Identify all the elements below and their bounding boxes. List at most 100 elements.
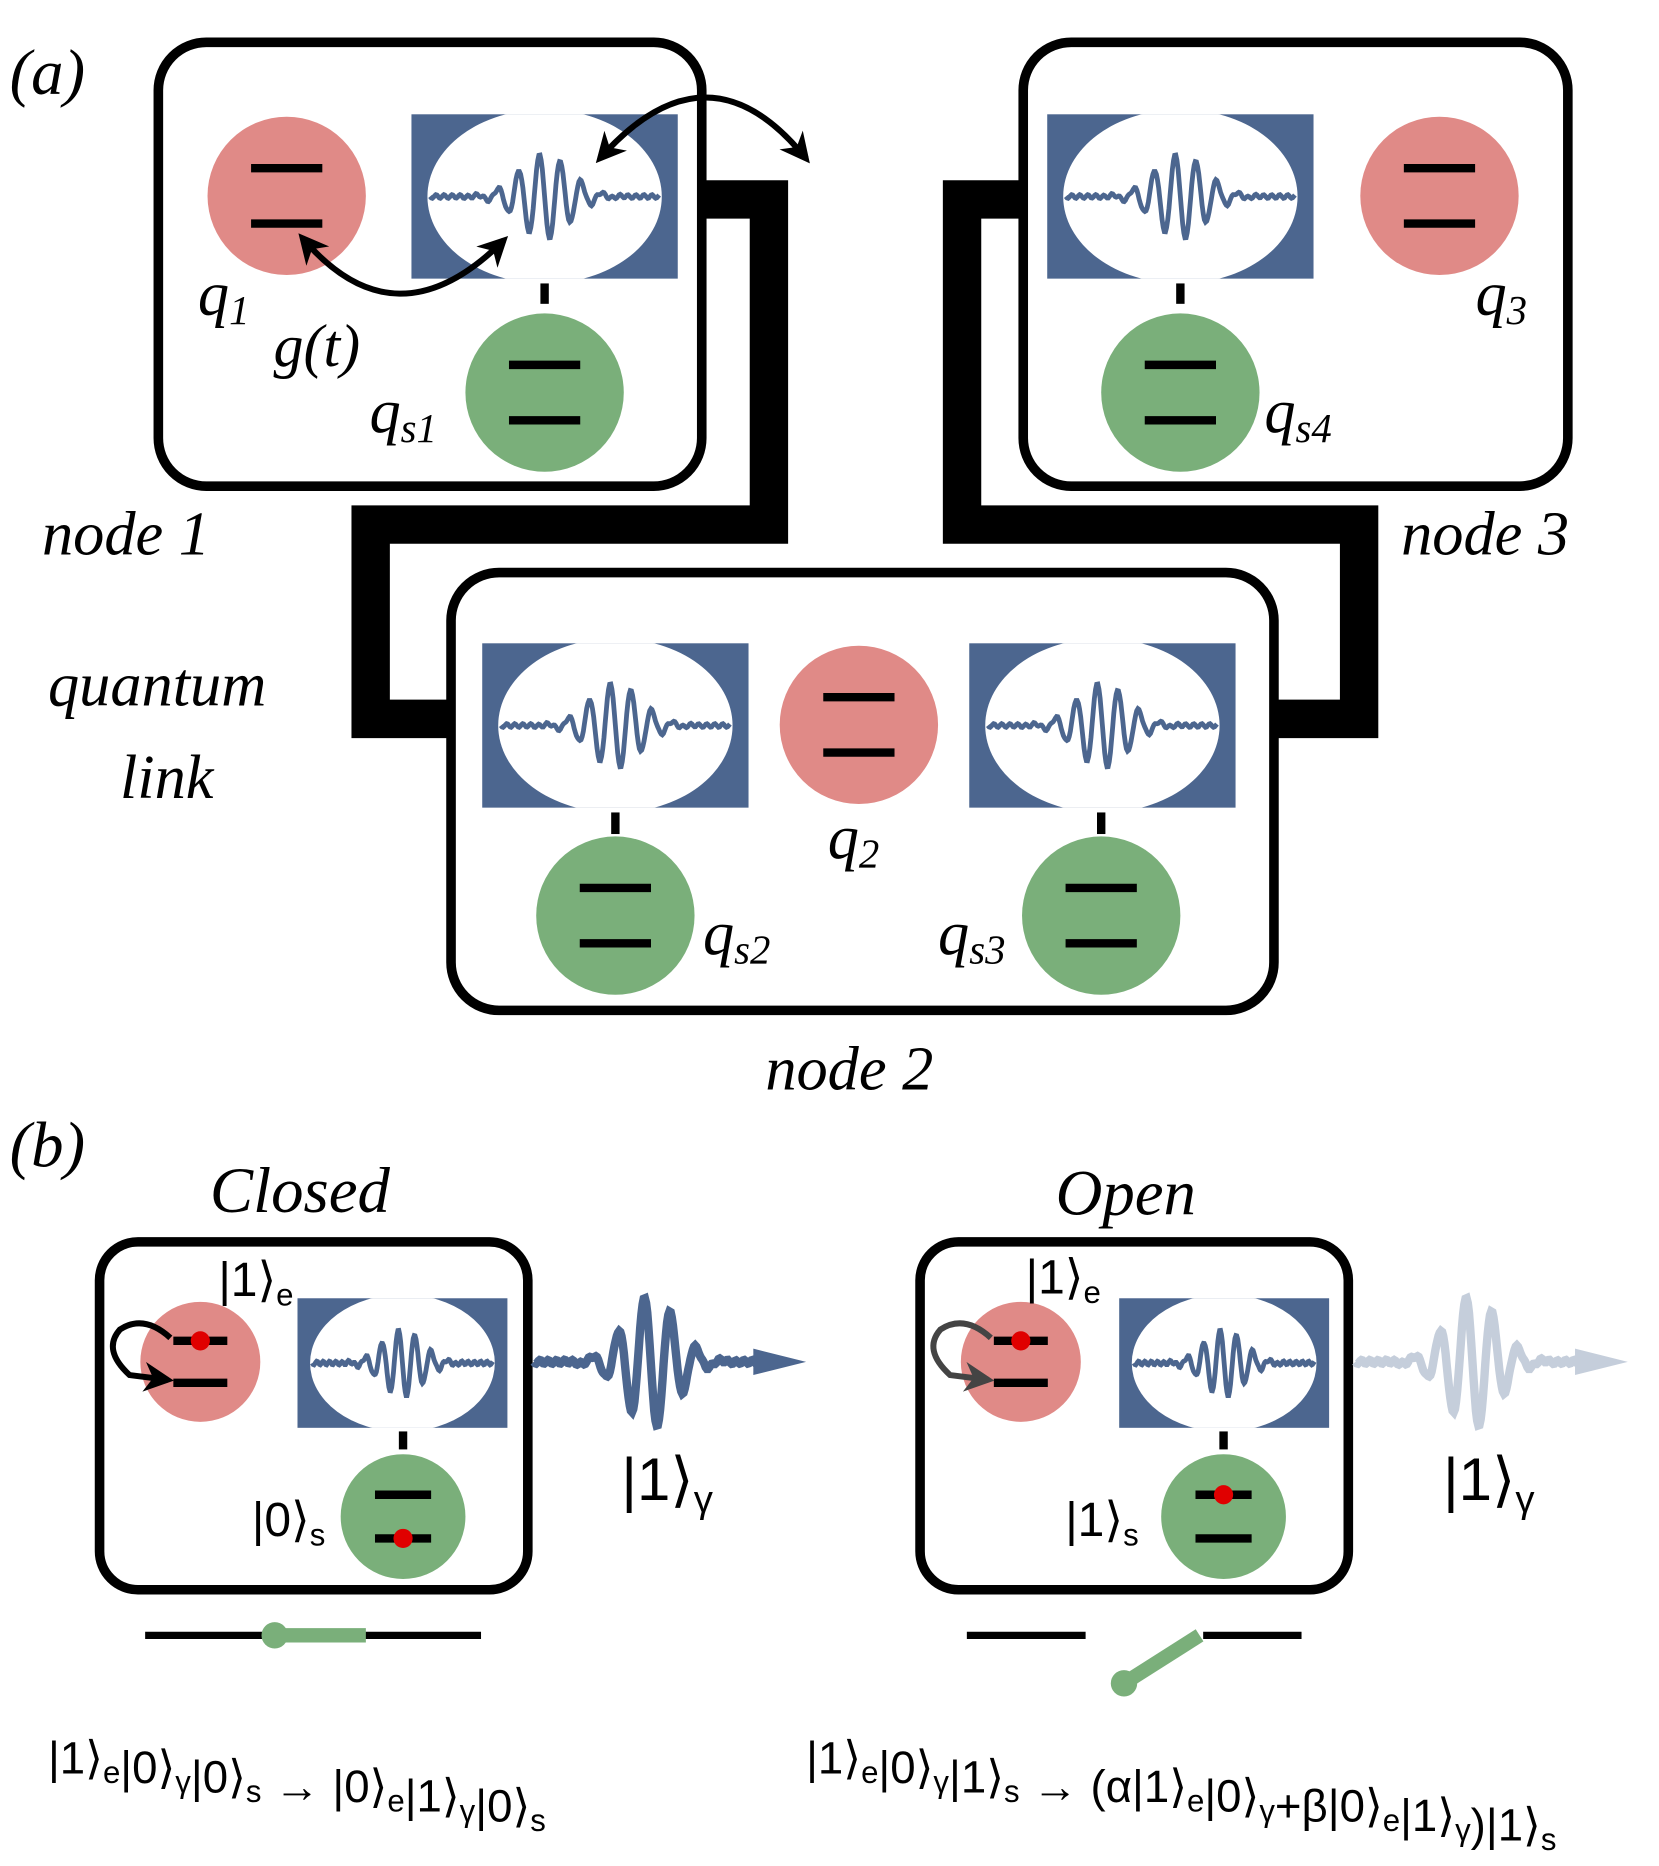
node-3-cavity — [1047, 114, 1314, 279]
coupling-double-arrow — [298, 233, 509, 297]
equation-subscript: γ — [933, 1764, 949, 1799]
equation-subscript: γ — [460, 1793, 476, 1828]
q2-label: q2 — [828, 803, 880, 877]
equation-subscript: e — [1383, 1803, 1400, 1838]
q1-qubit-circle — [207, 116, 366, 276]
open-equation: |1⟩e|0⟩γ|1⟩s → (α|1⟩e|0⟩γ+β|0⟩e|1⟩γ)|1⟩s — [806, 1732, 1556, 1857]
equation-term: |1⟩ — [1400, 1790, 1455, 1841]
cavity-photon-wave — [985, 681, 1219, 770]
equation-term: |0⟩ — [332, 1761, 387, 1812]
qs4-storage-qubit — [1101, 313, 1260, 472]
closed-emitted-photon — [530, 1292, 771, 1431]
closed-photon-state: |1⟩γ — [621, 1446, 713, 1521]
equation-term: |1⟩ — [1486, 1799, 1541, 1850]
closed-equation: |1⟩e|0⟩γ|0⟩s → |0⟩e|1⟩γ|0⟩s — [48, 1732, 546, 1838]
open-title: Open — [1056, 1157, 1196, 1229]
open-emitter-state: |1⟩e — [1026, 1251, 1101, 1310]
qs2-label: qs2 — [703, 899, 770, 973]
quantum-link-label: quantum — [48, 651, 266, 720]
equation-term: ) — [1471, 1799, 1486, 1850]
q1-qubit — [207, 116, 366, 276]
closed-storage-circle — [340, 1454, 466, 1579]
equation-subscript: e — [861, 1755, 878, 1790]
open-storage-state: |1⟩s — [1065, 1494, 1138, 1553]
equation-term: |0⟩ — [1328, 1780, 1383, 1831]
node-1-label: node 1 — [42, 500, 210, 569]
cavity-photon-wave — [310, 1327, 495, 1398]
equation-subscript: γ — [1455, 1812, 1471, 1847]
qs2-storage-qubit-circle — [536, 836, 695, 995]
qs1-storage-qubit-circle — [465, 313, 624, 472]
equation-subscript: s — [246, 1774, 262, 1809]
excitation-dot — [1213, 1485, 1234, 1505]
qs2-storage-qubit — [536, 836, 695, 995]
cavity-photon-wave — [428, 152, 662, 241]
equation-term: |0⟩ — [120, 1742, 175, 1793]
qs3-storage-qubit-circle — [1022, 836, 1181, 995]
closed-emitter — [140, 1301, 261, 1422]
equation-term: |0⟩ — [878, 1742, 933, 1793]
closed-decay-curl-arrow — [109, 1320, 174, 1392]
node-3-label: node 3 — [1401, 500, 1569, 569]
q3-qubit-circle — [1360, 116, 1519, 276]
open-photon-arrowhead — [1575, 1348, 1628, 1376]
excitation-dot — [393, 1528, 413, 1549]
qs4-storage-qubit-circle — [1101, 313, 1260, 472]
open-photon-state: |1⟩γ — [1443, 1446, 1535, 1521]
node-2-left-cavity — [482, 643, 749, 808]
equation-subscript: s — [1541, 1822, 1557, 1857]
equation-term: |0⟩ — [191, 1751, 246, 1802]
photon-exchange-double-arrow — [595, 94, 810, 164]
closed-switch — [145, 1622, 482, 1649]
node-2-right-cavity — [969, 643, 1236, 808]
equation-subscript: s — [1004, 1774, 1020, 1809]
q3-label: q3 — [1475, 260, 1527, 334]
equation-subscript: γ — [175, 1764, 191, 1799]
qs3-label: qs3 — [938, 899, 1005, 973]
equation-term: |1⟩ — [949, 1751, 1004, 1802]
quantum-link-3-2 — [942, 180, 1379, 739]
closed-emitter-state: |1⟩e — [218, 1254, 293, 1313]
equation-term: → (α — [1020, 1761, 1132, 1812]
equation-subscript: e — [1187, 1784, 1204, 1819]
qs1-label: qs1 — [369, 377, 436, 451]
q1-label: q1 — [198, 260, 250, 334]
equation-term: |1⟩ — [806, 1732, 861, 1783]
open-emitter — [960, 1301, 1081, 1422]
q2-qubit — [779, 645, 939, 805]
closed-title: Closed — [210, 1155, 391, 1227]
equation-term: +β — [1275, 1780, 1328, 1831]
equation-term: |0⟩ — [1204, 1771, 1259, 1822]
q3-qubit — [1360, 116, 1519, 276]
qs4-label: qs4 — [1264, 377, 1331, 451]
open-emitted-photon-faded — [1352, 1292, 1593, 1431]
open-storage-circle — [1161, 1454, 1286, 1579]
panel-a-label: (a) — [10, 37, 86, 109]
open-switch — [966, 1629, 1302, 1697]
closed-photon-arrowhead — [753, 1348, 807, 1376]
node-1-cavity — [411, 114, 678, 279]
closed-emitter-circle — [140, 1301, 261, 1422]
cavity-photon-wave — [498, 681, 732, 770]
open-emitter-circle — [960, 1301, 1081, 1422]
qs1-storage-qubit — [465, 313, 624, 472]
equation-subscript: e — [103, 1755, 120, 1790]
node-2-label: node 2 — [765, 1035, 933, 1104]
closed-storage — [340, 1454, 466, 1579]
equation-term: |1⟩ — [48, 1732, 103, 1783]
excitation-dot — [190, 1331, 210, 1351]
closed-cavity — [297, 1298, 508, 1428]
equation-term: |0⟩ — [475, 1780, 530, 1831]
equation-term: → — [261, 1761, 332, 1812]
equation-subscript: γ — [1259, 1793, 1275, 1828]
cavity-photon-wave — [1131, 1327, 1317, 1398]
quantum-link-1-2 — [351, 180, 789, 739]
open-cavity — [1119, 1298, 1330, 1428]
coupling-label: g(t) — [274, 313, 361, 379]
excitation-dot — [1011, 1331, 1031, 1351]
equation-term: |1⟩ — [1132, 1761, 1187, 1812]
qs3-storage-qubit — [1022, 836, 1181, 995]
cavity-photon-wave — [1063, 152, 1297, 241]
q2-qubit-circle — [779, 645, 939, 805]
